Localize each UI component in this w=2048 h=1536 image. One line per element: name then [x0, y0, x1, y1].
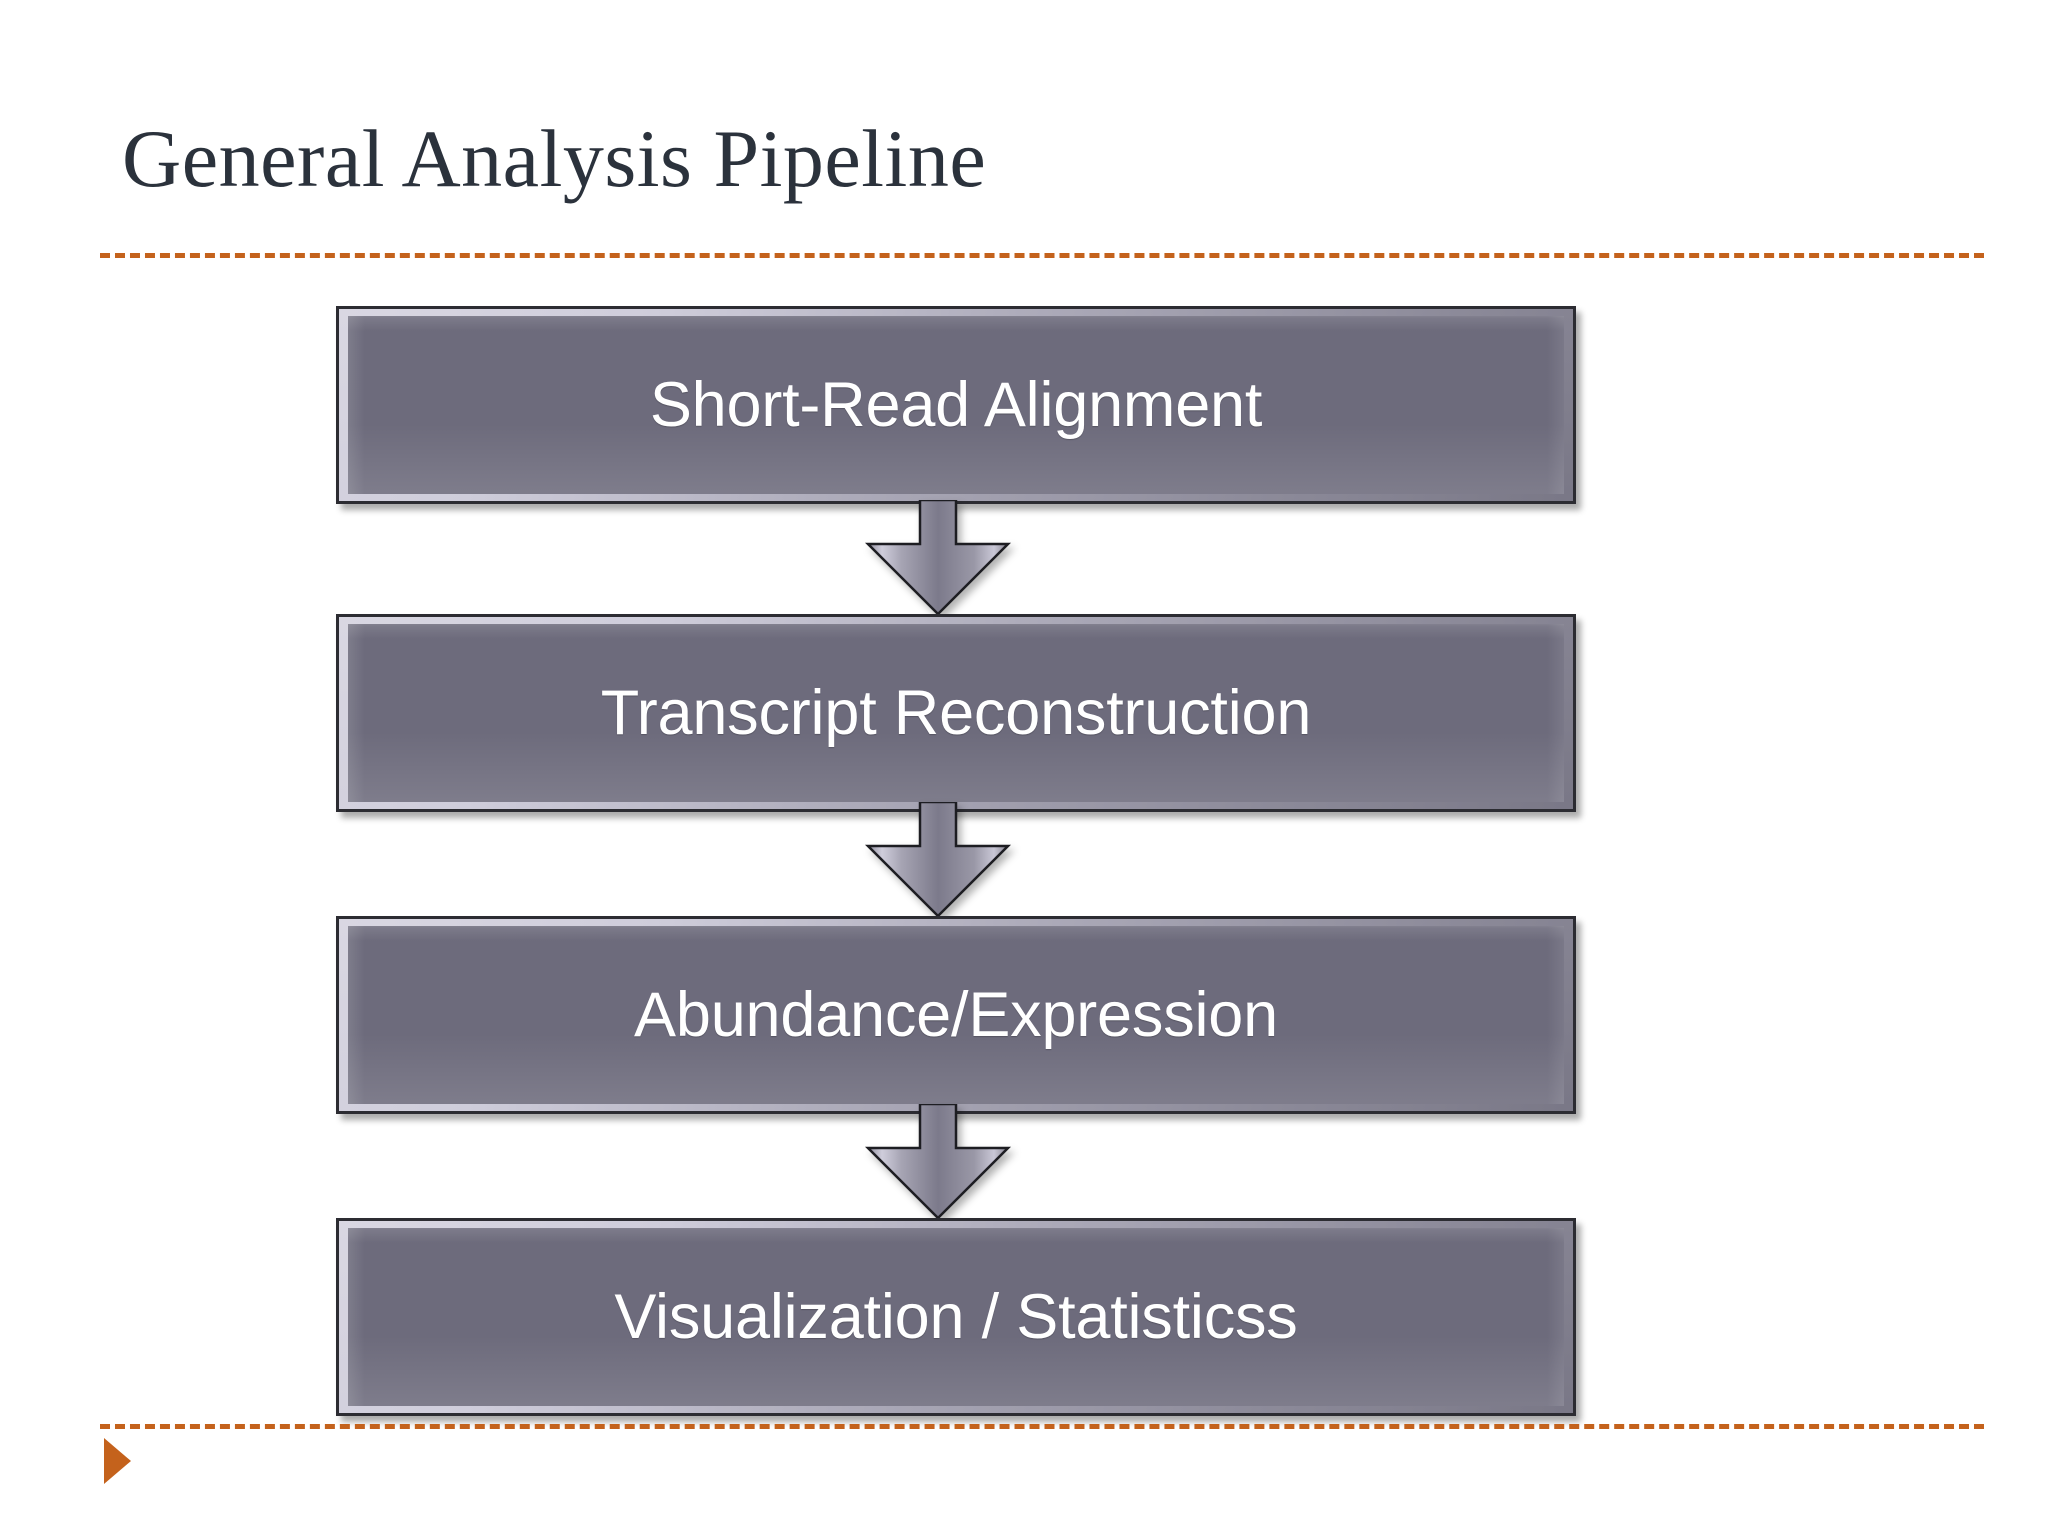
- step-4-label: Visualization / Statisticss: [614, 1282, 1298, 1352]
- footer-divider-rule: [100, 1424, 1984, 1429]
- pipeline-flowchart: Short-Read Alignment: [336, 306, 1576, 1416]
- step-2-label: Transcript Reconstruction: [600, 678, 1312, 748]
- arrow-down-icon-2: [858, 802, 1018, 918]
- step-4-bevel: [339, 1221, 1573, 1413]
- arrow-down-icon-1: [858, 500, 1018, 616]
- step-3-label: Abundance/Expression: [634, 980, 1278, 1050]
- pipeline-step-3[interactable]: Abundance/Expression: [336, 916, 1576, 1114]
- title-divider-rule: [100, 253, 1984, 258]
- pipeline-step-2[interactable]: Transcript Reconstruction: [336, 614, 1576, 812]
- page-title: General Analysis Pipeline: [122, 113, 987, 204]
- triangle-right-icon: [104, 1438, 131, 1484]
- pipeline-step-1[interactable]: Short-Read Alignment: [336, 306, 1576, 504]
- step-1-label: Short-Read Alignment: [649, 370, 1263, 440]
- arrow-down-icon-3: [858, 1104, 1018, 1220]
- pipeline-step-4[interactable]: Visualization / Statisticss: [336, 1218, 1576, 1416]
- step-1-bevel: [339, 309, 1573, 501]
